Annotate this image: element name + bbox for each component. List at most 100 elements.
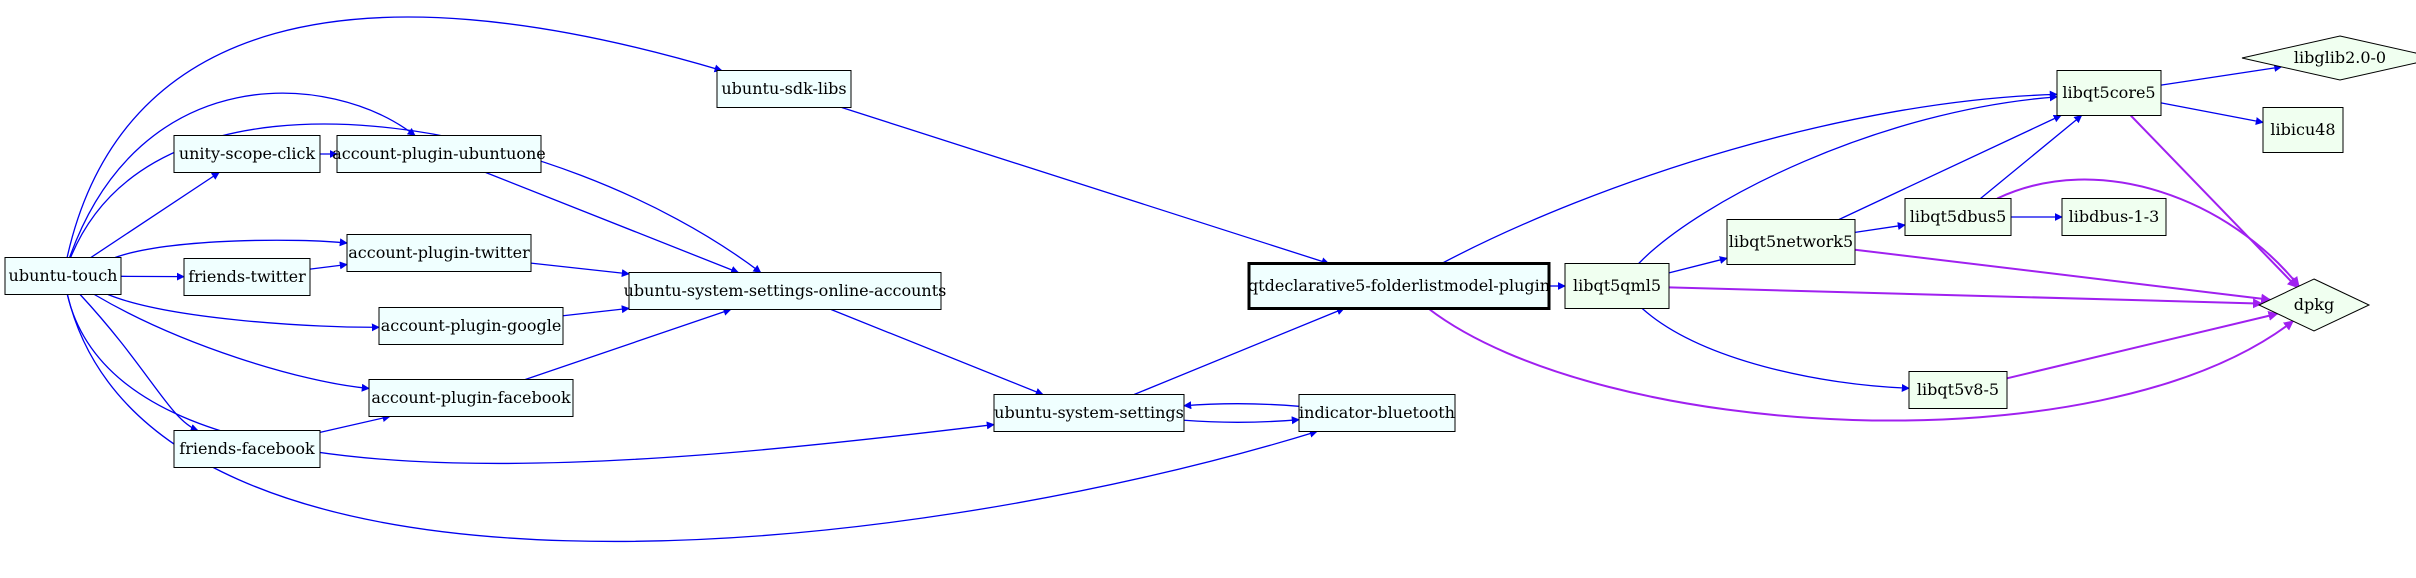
edge-libqt5network5-to-libqt5core5 <box>1838 114 2062 221</box>
edge-ubuntu-sdk-libs-to-qtdeclarative5-folderlistmodel-plugin <box>841 106 1330 266</box>
node-label: libicu48 <box>2270 120 2335 139</box>
node-box <box>1726 219 1856 265</box>
edge-account-plugin-facebook-to-ubuntu-system-settings-online-accounts <box>525 308 732 381</box>
node-account-plugin-facebook[interactable]: account-plugin-facebook <box>368 379 574 417</box>
node-label: account-plugin-google <box>381 316 562 335</box>
node-box <box>1247 262 1551 310</box>
edge-ubuntu-touch-to-account-plugin-google <box>107 293 380 332</box>
node-box <box>173 135 321 173</box>
node-box <box>2262 107 2344 153</box>
edge-friends-twitter-to-account-plugin-twitter <box>309 261 348 270</box>
edge-account-plugin-ubuntuone-to-ubuntu-system-settings-online-accounts <box>485 171 740 274</box>
edge-libqt5qml5-to-libqt5network5 <box>1668 256 1728 274</box>
edge-ubuntu-touch-to-ubuntu-system-settings-online-accounts <box>70 123 762 274</box>
edge-libqt5network5-to-dpkg <box>1854 248 2272 304</box>
node-libicu48[interactable]: libicu48 <box>2262 107 2344 153</box>
node-friends-twitter[interactable]: friends-twitter <box>183 258 311 296</box>
node-box <box>1564 263 1670 309</box>
node-box <box>1908 371 2008 409</box>
node-diamond <box>2257 278 2371 332</box>
node-box <box>346 234 532 272</box>
edge-libqt5dbus5-to-dpkg <box>1996 178 2300 287</box>
node-friends-facebook[interactable]: friends-facebook <box>173 430 321 468</box>
edge-ubuntu-touch-to-friends-facebook <box>79 294 199 432</box>
node-label: friends-facebook <box>179 439 315 458</box>
node-label: friends-twitter <box>188 267 306 286</box>
node-account-plugin-google[interactable]: account-plugin-google <box>378 307 564 345</box>
node-libdbus-1-3[interactable]: libdbus-1-3 <box>2061 198 2167 236</box>
edge-ubuntu-system-settings-online-accounts-to-ubuntu-system-settings <box>830 308 1044 396</box>
node-ubuntu-system-settings[interactable]: ubuntu-system-settings <box>993 394 1185 432</box>
edge-account-plugin-google-to-ubuntu-system-settings-online-accounts <box>562 305 630 317</box>
node-label: account-plugin-facebook <box>371 388 571 407</box>
edge-ubuntu-touch-to-unity-scope-click <box>90 171 220 259</box>
node-label: libqt5dbus5 <box>1910 207 2007 226</box>
edge-libqt5core5-to-libicu48 <box>2160 102 2264 125</box>
node-label: account-plugin-ubuntuone <box>332 144 546 163</box>
node-label: dpkg <box>2294 295 2334 314</box>
node-box <box>716 70 852 108</box>
node-libqt5v8-5[interactable]: libqt5v8-5 <box>1908 371 2008 409</box>
node-label: libglib2.0-0 <box>2294 48 2386 67</box>
node-qtdeclarative5-folderlistmodel-plugin[interactable]: qtdeclarative5-folderlistmodel-plugin <box>1247 262 1551 310</box>
edge-qtdeclarative5-folderlistmodel-plugin-to-dpkg <box>1427 307 2294 422</box>
node-box <box>183 258 311 296</box>
node-account-plugin-twitter[interactable]: account-plugin-twitter <box>346 234 532 272</box>
edge-libqt5v8-5-to-dpkg <box>2006 310 2279 380</box>
edge-libqt5network5-to-libqt5dbus5 <box>1854 222 1906 234</box>
node-unity-scope-click[interactable]: unity-scope-click <box>173 135 321 173</box>
edge-ubuntu-touch-to-indicator-bluetooth <box>66 294 1318 543</box>
node-libqt5core5[interactable]: libqt5core5 <box>2056 70 2162 116</box>
node-indicator-bluetooth[interactable]: indicator-bluetooth <box>1298 394 1456 432</box>
node-dpkg[interactable]: dpkg <box>2257 278 2371 332</box>
node-label: libqt5network5 <box>1729 232 1853 251</box>
node-label: ubuntu-system-settings <box>994 403 1184 422</box>
edge-ubuntu-touch-to-ubuntu-system-settings <box>66 294 995 465</box>
node-libglib2-0-0[interactable]: libglib2.0-0 <box>2241 35 2416 81</box>
node-label: libqt5qml5 <box>1573 276 1661 295</box>
node-diamond <box>2241 35 2416 81</box>
edge-libqt5core5-to-libglib2-0-0 <box>2160 63 2283 86</box>
node-box <box>378 307 564 345</box>
edge-libqt5dbus5-to-libqt5core5 <box>1980 114 2083 200</box>
node-label: ubuntu-sdk-libs <box>721 79 846 98</box>
node-box <box>336 135 542 173</box>
edge-ubuntu-touch-to-account-plugin-twitter <box>114 238 348 259</box>
node-label: indicator-bluetooth <box>1299 403 1455 422</box>
node-ubuntu-system-settings-online-accounts[interactable]: ubuntu-system-settings-online-accounts <box>624 272 947 310</box>
node-label: ubuntu-touch <box>9 266 118 285</box>
node-box <box>2056 70 2162 116</box>
node-box <box>1298 394 1456 432</box>
edge-friends-facebook-to-account-plugin-facebook <box>319 414 391 434</box>
node-libqt5dbus5[interactable]: libqt5dbus5 <box>1904 198 2012 236</box>
edge-ubuntu-system-settings-to-indicator-bluetooth <box>1183 416 1300 425</box>
node-box <box>2061 198 2167 236</box>
node-box <box>4 257 122 295</box>
nodes-layer: ubuntu-touch unity-scope-click friends-twi… <box>4 35 2416 468</box>
node-label: libqt5v8-5 <box>1917 380 1999 399</box>
edge-libqt5qml5-to-libqt5v8-5 <box>1641 308 1910 392</box>
edge-ubuntu-touch-to-account-plugin-ubuntuone <box>68 92 416 258</box>
node-libqt5qml5[interactable]: libqt5qml5 <box>1564 263 1670 309</box>
node-label: libdbus-1-3 <box>2069 207 2160 226</box>
edge-qtdeclarative5-folderlistmodel-plugin-to-libqt5core5 <box>1441 90 2058 265</box>
node-box <box>173 430 321 468</box>
edge-ubuntu-touch-to-account-plugin-facebook <box>94 293 370 392</box>
edge-libqt5qml5-to-dpkg <box>1668 286 2263 309</box>
edge-libqt5qml5-to-libqt5core5 <box>1638 93 2058 264</box>
node-box <box>628 272 942 310</box>
edges-layer <box>66 16 2300 543</box>
node-label: libqt5core5 <box>2062 83 2155 102</box>
edge-indicator-bluetooth-to-ubuntu-system-settings <box>1183 401 1300 410</box>
node-label: unity-scope-click <box>179 144 316 163</box>
edge-ubuntu-system-settings-to-qtdeclarative5-folderlistmodel-plugin <box>1133 307 1345 396</box>
node-libqt5network5[interactable]: libqt5network5 <box>1726 219 1856 265</box>
node-box <box>368 379 574 417</box>
edge-libqt5core5-to-dpkg <box>2130 114 2298 288</box>
node-label: qtdeclarative5-folderlistmodel-plugin <box>1248 276 1550 295</box>
edge-account-plugin-twitter-to-ubuntu-system-settings-online-accounts <box>530 262 630 278</box>
node-box <box>993 394 1185 432</box>
node-ubuntu-sdk-libs[interactable]: ubuntu-sdk-libs <box>716 70 852 108</box>
node-account-plugin-ubuntuone[interactable]: account-plugin-ubuntuone <box>332 135 546 173</box>
node-ubuntu-touch[interactable]: ubuntu-touch <box>4 257 122 295</box>
